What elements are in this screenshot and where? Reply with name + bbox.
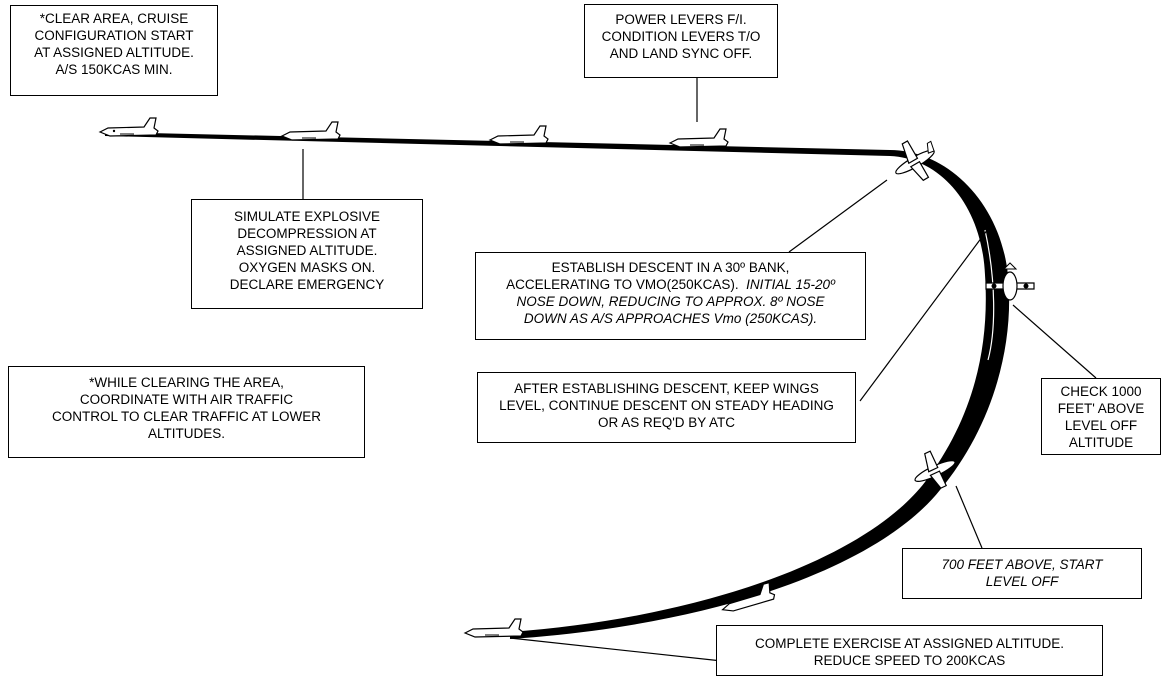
leader-descent — [788, 179, 888, 253]
box-line: OR AS REQ'D BY ATC — [597, 415, 736, 430]
box-line: ALTITUDE — [1068, 435, 1134, 450]
box-line: OXYGEN MASKS ON. — [238, 260, 376, 275]
leader-check-1000 — [1012, 304, 1097, 379]
box-decompression: SIMULATE EXPLOSIVE DECOMPRESSION AT ASSI… — [191, 199, 423, 309]
aircraft-icon — [463, 618, 524, 638]
box-line-mixed: ACCELERATING TO VMO(250KCAS). INITIAL 15… — [484, 276, 857, 293]
aircraft-icon — [488, 125, 549, 145]
box-line: LEVEL OFF — [985, 574, 1059, 589]
leader-level-off — [955, 485, 983, 549]
box-line: A/S 150KCAS MIN. — [55, 62, 173, 77]
box-line: COORDINATE WITH AIR TRAFFIC — [79, 392, 294, 407]
box-line: AT ASSIGNED ALTITUDE. — [34, 45, 194, 60]
box-line: AFTER ESTABLISHING DESCENT, KEEP WINGS — [514, 381, 819, 396]
box-line: LEVEL OFF — [1064, 418, 1138, 433]
box-line-italic: INITIAL 15-20º — [746, 277, 835, 292]
box-line: CHECK 1000 — [1060, 384, 1142, 399]
leader-wings-level — [859, 228, 989, 402]
box-level-off: 700 FEET ABOVE, START LEVEL OFF — [902, 548, 1142, 599]
banking-aircraft-icon — [895, 140, 935, 182]
box-check-1000: CHECK 1000 FEET' ABOVE LEVEL OFF ALTITUD… — [1041, 378, 1161, 455]
box-line: *WHILE CLEARING THE AREA, — [89, 375, 284, 390]
box-while-clearing: *WHILE CLEARING THE AREA, COORDINATE WIT… — [8, 366, 365, 458]
leader-complete — [509, 637, 723, 662]
aircraft-icon — [668, 128, 729, 148]
box-line: ASSIGNED ALTITUDE. — [236, 243, 378, 258]
aircraft-icon — [721, 581, 776, 612]
box-line-plain: ACCELERATING TO VMO(250KCAS). — [506, 277, 739, 292]
aircraft-icon — [280, 121, 341, 141]
box-line: COMPLETE EXERCISE AT ASSIGNED ALTITUDE. — [754, 636, 1065, 651]
box-complete: COMPLETE EXERCISE AT ASSIGNED ALTITUDE. … — [716, 625, 1103, 676]
box-line: NOSE DOWN, REDUCING TO APPROX. 8º NOSE — [516, 294, 825, 309]
box-line: POWER LEVERS F/I. — [615, 12, 747, 27]
box-line: REDUCE SPEED TO 200KCAS — [813, 653, 1006, 668]
box-line: 700 FEET ABOVE, START — [941, 557, 1103, 572]
box-line: SIMULATE EXPLOSIVE — [233, 209, 381, 224]
box-line: ALTITUDES. — [147, 426, 225, 441]
box-wings-level: AFTER ESTABLISHING DESCENT, KEEP WINGS L… — [477, 372, 856, 443]
box-line: CONFIGURATION START — [34, 28, 194, 43]
box-line: CONTROL TO CLEAR TRAFFIC AT LOWER — [51, 409, 322, 424]
box-power-levers: POWER LEVERS F/I. CONDITION LEVERS T/O A… — [584, 4, 778, 78]
box-line: DECOMPRESSION AT — [237, 226, 377, 241]
diving-aircraft-icon — [985, 262, 1035, 301]
aircraft-icon — [98, 117, 159, 137]
box-line: LEVEL, CONTINUE DESCENT ON STEADY HEADIN… — [499, 398, 834, 413]
leader-lines — [302, 78, 1097, 662]
banking-aircraft-icon — [914, 450, 956, 489]
box-line: ESTABLISH DESCENT IN A 30º BANK, — [551, 260, 790, 275]
box-line: DOWN AS A/S APPROACHES Vmo (250KCAS). — [523, 311, 818, 326]
ribbon-highlight — [984, 229, 995, 361]
box-line: DECLARE EMERGENCY — [229, 277, 385, 292]
box-clear-area: *CLEAR AREA, CRUISE CONFIGURATION START … — [10, 5, 218, 96]
box-line: CONDITION LEVERS T/O — [601, 29, 761, 44]
box-descent: ESTABLISH DESCENT IN A 30º BANK, ACCELER… — [475, 252, 866, 340]
box-line: AND LAND SYNC OFF. — [609, 46, 753, 61]
box-line: *CLEAR AREA, CRUISE — [39, 11, 189, 26]
box-line: FEET' ABOVE — [1057, 401, 1145, 416]
